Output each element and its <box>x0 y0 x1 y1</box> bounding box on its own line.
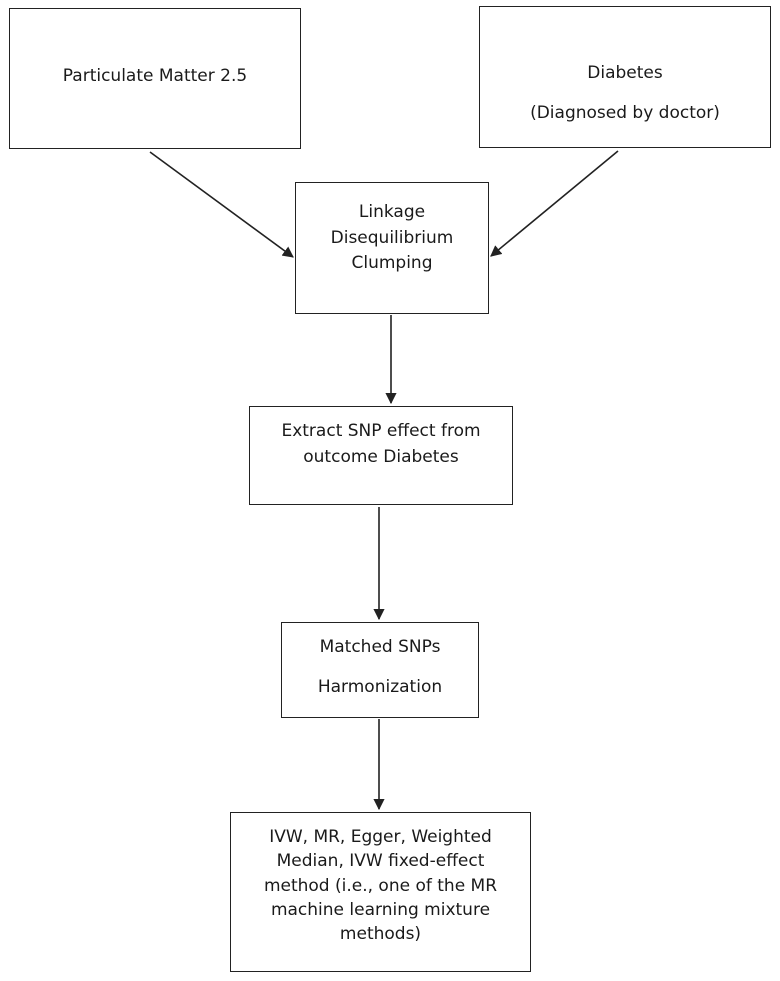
node-label: outcome Diabetes <box>303 446 459 467</box>
node-label: Harmonization <box>317 676 443 697</box>
node-extract-snp: Extract SNP effect from outcome Diabetes <box>249 406 513 505</box>
node-label: Matched SNPs <box>319 637 441 657</box>
node-label: machine learning mixture <box>270 899 491 920</box>
node-diabetes: Diabetes (Diagnosed by doctor) <box>479 6 771 148</box>
node-particulate-matter: Particulate Matter 2.5 <box>9 8 301 149</box>
node-label: Clumping <box>351 253 433 273</box>
node-mr-methods: IVW, MR, Egger, Weighted Median, IVW fix… <box>230 812 531 972</box>
node-sublabel: (Diagnosed by doctor) <box>530 102 720 123</box>
node-label: Particulate Matter 2.5 <box>62 66 248 86</box>
node-ld-clumping: Linkage Disequilibrium Clumping <box>295 182 489 314</box>
node-label: IVW, MR, Egger, Weighted <box>269 827 492 847</box>
arrow-pm-to-ld <box>149 151 294 258</box>
node-label: Median, IVW fixed-effect <box>276 851 485 872</box>
node-label: Linkage <box>358 202 426 222</box>
node-label: methods) <box>339 924 422 945</box>
node-label: Extract SNP effect from <box>281 421 481 441</box>
node-label: Disequilibrium <box>330 227 454 248</box>
node-label: Diabetes <box>587 63 663 83</box>
node-label: method (i.e., one of the MR <box>263 875 498 896</box>
arrow-diabetes-to-ld <box>490 150 619 257</box>
node-matched-snps: Matched SNPs Harmonization <box>281 622 479 718</box>
